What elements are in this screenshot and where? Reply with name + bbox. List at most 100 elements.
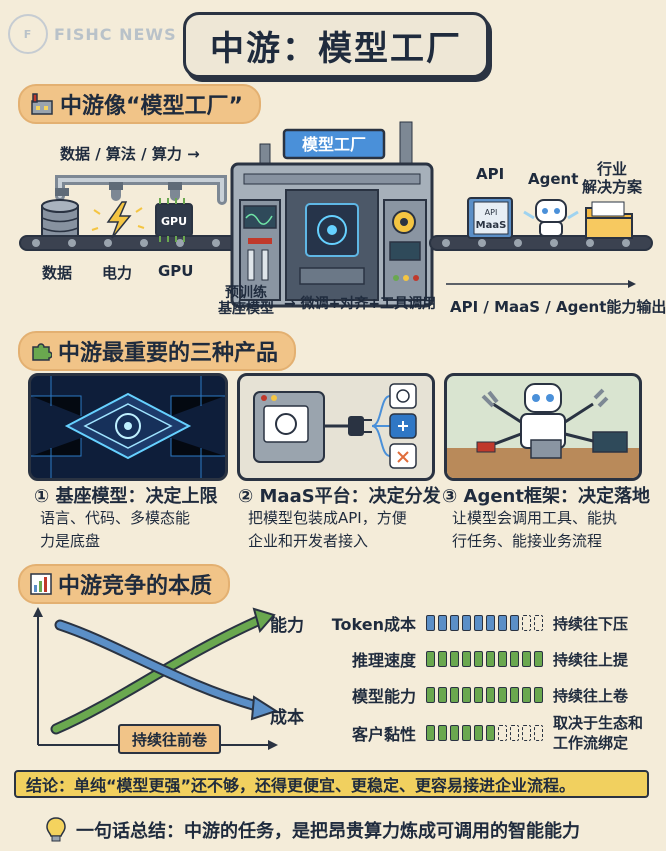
plug-icon (253, 383, 417, 469)
input-pipes (55, 175, 227, 205)
bar-segment-filled (498, 651, 507, 667)
metric-label: 模型能力 (351, 687, 416, 706)
section3-heading: 中游竞争的本质 (18, 564, 231, 604)
bar-segment-filled (474, 725, 483, 741)
bar-segment-empty (534, 725, 543, 741)
process-left: 预训练 基座模型 (218, 285, 274, 317)
puzzle-icon (32, 343, 52, 361)
metric-bar (426, 651, 543, 667)
svg-text:MaaS: MaaS (476, 220, 507, 231)
output-label-solution: 行业 解决方案 (582, 160, 643, 196)
bar-segment-filled (510, 687, 519, 703)
input-conveyor (19, 235, 243, 251)
output-label-api: API (476, 165, 505, 183)
inputs-label: 数据 / 算法 / 算力 → (60, 145, 200, 163)
summary-line: 一句话总结：中游的任务，是把昂贵算力炼成可调用的智能能力 (44, 816, 580, 844)
capability-line (52, 615, 266, 733)
bar-segment-filled (474, 687, 483, 703)
metric-trend: 持续往下压 (553, 614, 629, 633)
robot-tools-icon (447, 383, 639, 478)
ai-chip-icon (31, 376, 225, 478)
output-conveyor (429, 235, 653, 251)
capability-label: 能力 (270, 616, 304, 636)
metric-label: 推理速度 (351, 651, 416, 670)
bar-segment-filled (462, 725, 471, 741)
bar-segment-filled (462, 651, 471, 667)
factory-illustration: GPU 模型工厂 API MaaS (19, 121, 653, 308)
metric-row-token-cost: Token成本 持续往下压 (320, 611, 628, 635)
lightning-icon (91, 201, 145, 239)
bar-segment-filled (450, 615, 459, 631)
product-title-2: ② MaaS平台：决定分发 (238, 486, 441, 507)
section1-heading: 中游像“模型工厂” (18, 84, 261, 124)
bar-segment-filled (426, 615, 435, 631)
brand-name: FISHC NEWS (54, 24, 177, 44)
metric-row-model-capability: 模型能力 持续往上卷 (320, 683, 628, 707)
bar-segment-filled (438, 615, 447, 631)
bar-segment-filled (498, 687, 507, 703)
process-right: → 微调+对齐+工具调用 (284, 296, 437, 312)
bar-segment-filled (510, 651, 519, 667)
factory-sign: 模型工厂 (302, 135, 366, 154)
trend-tag: 持续往前卷 (118, 724, 222, 754)
metric-row-customer-stickiness: 客户黏性 取决于生态和 工作流绑定 (320, 713, 643, 753)
factory-machine (230, 162, 434, 308)
bar-segment-filled (462, 687, 471, 703)
metric-trend: 持续往上提 (553, 650, 629, 669)
bar-segment-filled (486, 651, 495, 667)
input-label-power: 电力 (102, 264, 133, 282)
product-desc-1: 语言、代码、多模态能 力是底盘 (40, 509, 191, 550)
section1-heading-text: 中游像“模型工厂” (60, 94, 243, 119)
output-caption: API / MaaS / Agent能力输出 (450, 298, 666, 316)
section2-heading: 中游最重要的三种产品 (18, 331, 297, 371)
lightbulb-icon (46, 817, 66, 842)
input-label-data: 数据 (42, 264, 73, 282)
bar-segment-filled (522, 687, 531, 703)
bar-segment-filled (426, 725, 435, 741)
database-icon (41, 199, 79, 237)
input-label-gpu: GPU (158, 262, 194, 280)
summary-text: 一句话总结：中游的任务，是把昂贵算力炼成可调用的智能能力 (76, 821, 580, 842)
trend-diagram (33, 607, 279, 750)
bar-chart-icon (30, 573, 52, 595)
bar-segment-filled (474, 651, 483, 667)
bar-segment-filled (522, 651, 531, 667)
robot-icon (523, 199, 579, 237)
svg-text:API: API (485, 208, 498, 217)
product-title-3: ③ Agent框架：决定落地 (442, 486, 650, 507)
bar-segment-filled (534, 687, 543, 703)
product-panel-agent (444, 373, 642, 481)
bar-segment-filled (438, 687, 447, 703)
cost-line (56, 621, 264, 711)
folder-icon (585, 201, 633, 239)
product-title-1: ① 基座模型：决定上限 (34, 486, 218, 507)
metric-label: 客户黏性 (351, 725, 416, 744)
bar-segment-empty (522, 615, 531, 631)
bar-segment-empty (510, 725, 519, 741)
metric-row-inference-speed: 推理速度 持续往上提 (320, 647, 628, 671)
bar-segment-filled (486, 615, 495, 631)
bar-segment-filled (486, 725, 495, 741)
bar-segment-filled (426, 651, 435, 667)
bar-segment-filled (534, 651, 543, 667)
bar-segment-filled (486, 687, 495, 703)
bar-segment-filled (510, 615, 519, 631)
bar-segment-filled (450, 687, 459, 703)
product-desc-2: 把模型包装成API，方便 企业和开发者接入 (248, 509, 407, 550)
metric-bar (426, 615, 543, 631)
metric-bar (426, 687, 543, 703)
metric-trend: 取决于生态和 工作流绑定 (553, 714, 644, 752)
product-desc-3: 让模型会调用工具、能执 行任务、能接业务流程 (452, 509, 618, 550)
metric-trend: 持续往上卷 (553, 686, 629, 705)
product-panel-maas (237, 373, 435, 481)
page-title: 中游：模型工厂 (183, 12, 489, 78)
bar-segment-filled (498, 615, 507, 631)
metric-label: Token成本 (331, 615, 416, 634)
bar-segment-filled (438, 651, 447, 667)
gpu-chip-text: GPU (161, 215, 187, 228)
bar-segment-filled (438, 725, 447, 741)
bar-segment-filled (450, 651, 459, 667)
section2-heading-text: 中游最重要的三种产品 (58, 341, 279, 366)
book-icon: API MaaS (467, 197, 513, 239)
fishc-logo-icon: F (8, 14, 48, 54)
